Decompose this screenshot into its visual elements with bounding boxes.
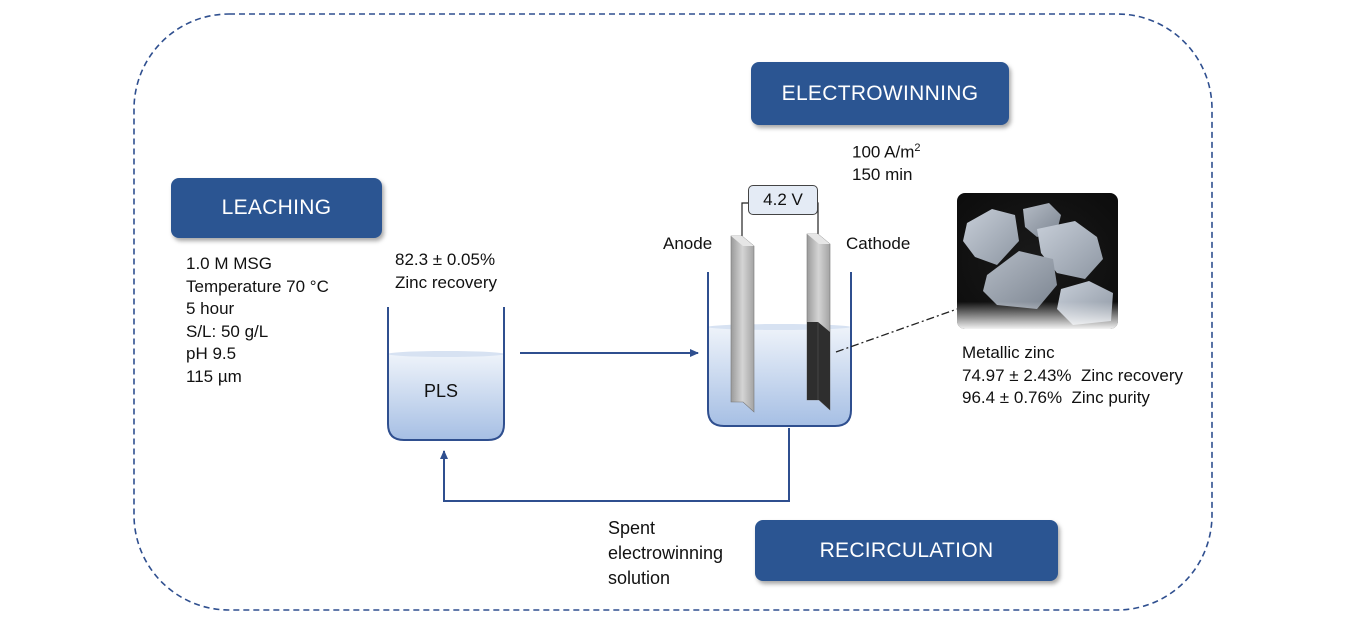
condition-line: Temperature 70 °C <box>186 276 329 296</box>
spent-solution-line: solution <box>608 568 671 588</box>
electrowinning-time: 150 min <box>852 165 913 185</box>
pls-tank <box>387 307 505 441</box>
electrowinning-conditions: 100 A/m2 150 min <box>852 137 921 187</box>
leaching-conditions: 1.0 M MSG Temperature 70 °C 5 hour S/L: … <box>186 253 329 388</box>
zinc-flakes-image <box>957 193 1118 329</box>
voltage-display: 4.2 V <box>748 185 818 215</box>
pointer-line <box>835 307 961 353</box>
leaching-box: LEACHING <box>171 178 382 238</box>
product-recovery: 74.97 ± 2.43% Zinc recovery <box>962 365 1183 385</box>
process-boundary <box>133 13 1213 611</box>
condition-line: pH 9.5 <box>186 344 237 363</box>
metallic-zinc-photo <box>957 193 1118 329</box>
product-purity: 96.4 ± 0.76% Zinc purity <box>962 388 1150 407</box>
condition-line: 1.0 M MSG <box>186 254 272 273</box>
anode-label: Anode <box>663 234 713 253</box>
current-density-value: 100 A/m <box>852 142 915 162</box>
recirculation-title: RECIRCULATION <box>819 538 994 562</box>
flow-arrow-recirculation <box>440 428 790 502</box>
electrowinning-box: ELECTROWINNING <box>751 62 1009 125</box>
current-density: 100 A/m2 <box>852 137 921 164</box>
current-density-exponent: 2 <box>914 142 921 154</box>
product-name: Metallic zinc <box>962 343 1055 362</box>
condition-line: S/L: 50 g/L <box>186 321 269 341</box>
anode-plate <box>730 235 755 413</box>
cathode-label: Cathode <box>846 234 911 253</box>
voltage-value: 4.2 V <box>763 190 803 209</box>
spent-solution-label: Spent electrowinning solution <box>608 516 723 591</box>
leaching-recovery-label: Zinc recovery <box>395 272 498 292</box>
condition-line: 5 hour <box>186 299 235 318</box>
condition-line: 115 µm <box>186 366 242 386</box>
spent-solution-line: Spent <box>608 518 656 538</box>
product-info: Metallic zinc 74.97 ± 2.43% Zinc recover… <box>962 342 1183 410</box>
electrowinning-title: ELECTROWINNING <box>781 81 979 105</box>
recirculation-box: RECIRCULATION <box>755 520 1058 581</box>
spent-solution-line: electrowinning <box>608 543 724 563</box>
cathode-plate <box>806 233 831 411</box>
leaching-recovery-value: 82.3 ± 0.05% <box>395 250 496 269</box>
leaching-title: LEACHING <box>221 196 332 219</box>
leaching-recovery: 82.3 ± 0.05% Zinc recovery <box>395 249 497 294</box>
pls-label: PLS <box>424 381 459 401</box>
